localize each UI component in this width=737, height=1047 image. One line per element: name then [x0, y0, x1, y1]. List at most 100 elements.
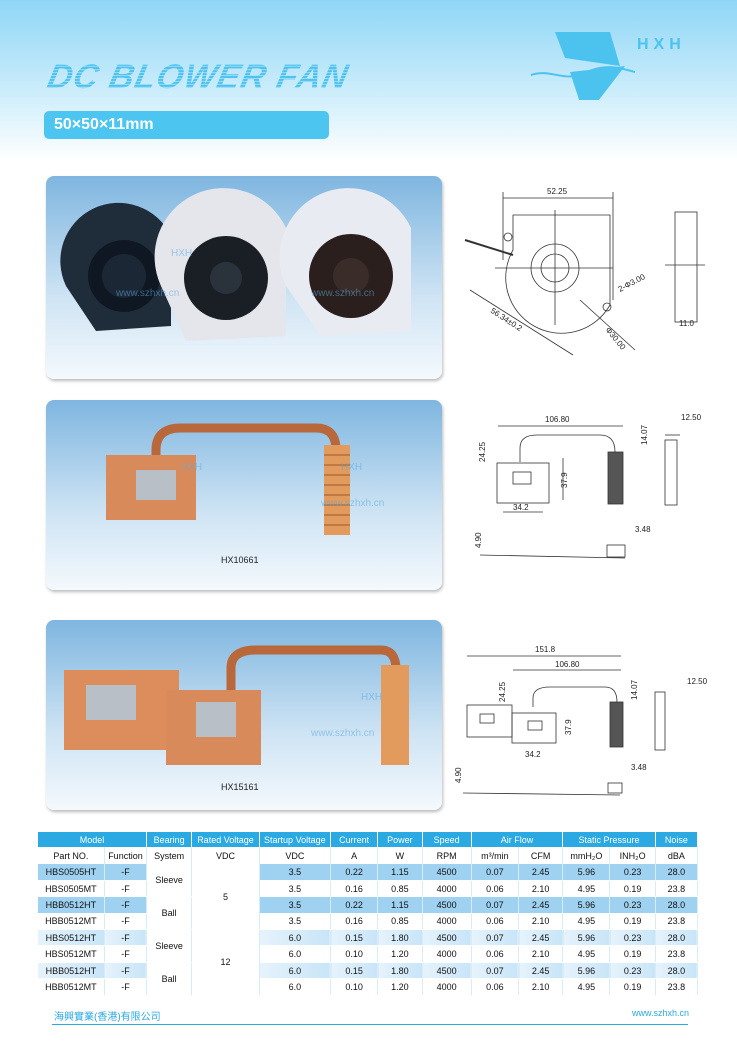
dim-thick: 4.90	[474, 532, 483, 548]
website-link[interactable]: www.szhxh.cn	[631, 1008, 689, 1018]
dim-height: 24.25	[498, 681, 507, 702]
cell-bearing: Sleeve	[146, 864, 193, 898]
blower-fans-image	[60, 188, 411, 341]
logo-wave-icon	[530, 32, 636, 118]
unit-header: VDC	[191, 847, 260, 864]
cell-rpm: 4000	[422, 978, 472, 996]
cell-inh2o: 0.19	[609, 880, 656, 898]
dim-thick: 4.90	[454, 767, 463, 783]
header-startup-voltage: Startup Voltage	[259, 832, 332, 847]
cell-m3: 0.06	[471, 945, 520, 963]
dim-width: 52.25	[547, 187, 568, 196]
product-photo-fans: HXH www.szhxh.cn www.szhxh.cn	[46, 176, 442, 379]
watermark-brand: HXH	[181, 462, 203, 473]
product-photo-hx15161: HXH www.szhxh.cn HX15161	[46, 620, 442, 810]
cell-startup: 6.0	[259, 929, 332, 947]
cell-dba: 23.8	[655, 913, 699, 931]
cell-power: 1.15	[377, 896, 423, 914]
dim-holes: 2-Φ3.00	[617, 272, 647, 294]
cell-current: 0.22	[330, 864, 379, 881]
cell-inh2o: 0.19	[609, 978, 656, 996]
brand-logo: HXH	[525, 28, 695, 118]
cell-func: -F	[104, 929, 148, 947]
cell-startup: 6.0	[259, 945, 332, 963]
cell-cfm: 2.10	[518, 913, 564, 931]
watermark-brand: HXH	[341, 462, 363, 473]
dim-diagonal: 56.34±0.2	[489, 306, 524, 333]
cell-cfm: 2.45	[518, 896, 564, 914]
header-air-flow: Air Flow	[471, 832, 564, 847]
cell-startup: 3.5	[259, 880, 332, 898]
dim-length: 106.80	[555, 660, 580, 669]
dim-hub: Φ30.00	[603, 326, 627, 352]
cell-inh2o: 0.23	[609, 896, 656, 914]
cell-cfm: 2.45	[518, 929, 564, 947]
product-caption: HX15161	[221, 782, 259, 792]
cell-cfm: 2.10	[518, 945, 564, 963]
cell-m3: 0.06	[471, 880, 520, 898]
unit-header: System	[146, 847, 193, 864]
cell-m3: 0.07	[471, 896, 520, 914]
cell-current: 0.15	[330, 929, 379, 947]
cell-mmh2o: 4.95	[562, 880, 611, 898]
cell-part: HBS0505HT	[38, 864, 105, 881]
header-rated-voltage: Rated Voltage	[191, 832, 260, 847]
cell-dba: 28.0	[655, 864, 699, 881]
cell-m3: 0.07	[471, 929, 520, 947]
cell-func: -F	[104, 896, 148, 914]
cell-current: 0.10	[330, 978, 379, 996]
dim-height: 24.25	[478, 441, 487, 462]
unit-header: W	[377, 847, 423, 864]
cell-startup: 3.5	[259, 896, 332, 914]
header-current: Current	[330, 832, 379, 847]
dim-side: 12.50	[687, 677, 708, 686]
cell-inh2o: 0.23	[609, 962, 656, 980]
cell-func: -F	[104, 880, 148, 898]
cell-startup: 6.0	[259, 962, 332, 980]
cell-bearing: Ball	[146, 896, 193, 931]
cell-power: 0.85	[377, 880, 423, 898]
cell-inh2o: 0.19	[609, 913, 656, 931]
watermark-brand: HXH	[361, 692, 383, 703]
heatpipe-hx10661-image	[106, 423, 350, 535]
cell-inh2o: 0.23	[609, 929, 656, 947]
company-name: 海興實業(香港)有限公司	[54, 1012, 161, 1023]
cell-part: HBB0512MT	[38, 978, 105, 996]
dim-fin: 3.48	[635, 525, 651, 534]
cell-mmh2o: 5.96	[562, 896, 611, 914]
cell-current: 0.15	[330, 962, 379, 980]
header-noise: Noise	[655, 832, 699, 847]
unit-header: CFM	[518, 847, 564, 864]
cell-cfm: 2.45	[518, 864, 564, 881]
product-caption: HX10661	[221, 555, 259, 565]
cell-power: 1.20	[377, 945, 423, 963]
cell-mmh2o: 5.96	[562, 864, 611, 881]
unit-header: VDC	[259, 847, 332, 864]
cell-rpm: 4500	[422, 962, 472, 980]
cell-m3: 0.07	[471, 962, 520, 980]
cell-rpm: 4500	[422, 864, 472, 881]
watermark-brand: HXH	[171, 248, 193, 259]
watermark-url: www.szhxh.cn	[321, 498, 385, 509]
dim-offset: 14.07	[640, 424, 649, 445]
cell-rpm: 4000	[422, 945, 472, 963]
header-speed: Speed	[422, 832, 472, 847]
header-static-pressure: Static Pressure	[562, 832, 656, 847]
heatpipe-hx15161-image	[64, 645, 409, 765]
unit-header: RPM	[422, 847, 472, 864]
cell-m3: 0.06	[471, 978, 520, 996]
unit-header: INH₂O	[609, 847, 656, 864]
cell-bearing: Sleeve	[146, 929, 193, 963]
cell-func: -F	[104, 978, 148, 996]
cell-inh2o: 0.23	[609, 864, 656, 881]
cell-part: HBS0512MT	[38, 945, 105, 963]
fan-dimension-drawing: 52.25 56.34±0.2 2-Φ3.00 Φ30.00 11.0	[464, 187, 705, 356]
watermark-url: www.szhxh.cn	[311, 728, 375, 739]
cell-cfm: 2.10	[518, 978, 564, 996]
